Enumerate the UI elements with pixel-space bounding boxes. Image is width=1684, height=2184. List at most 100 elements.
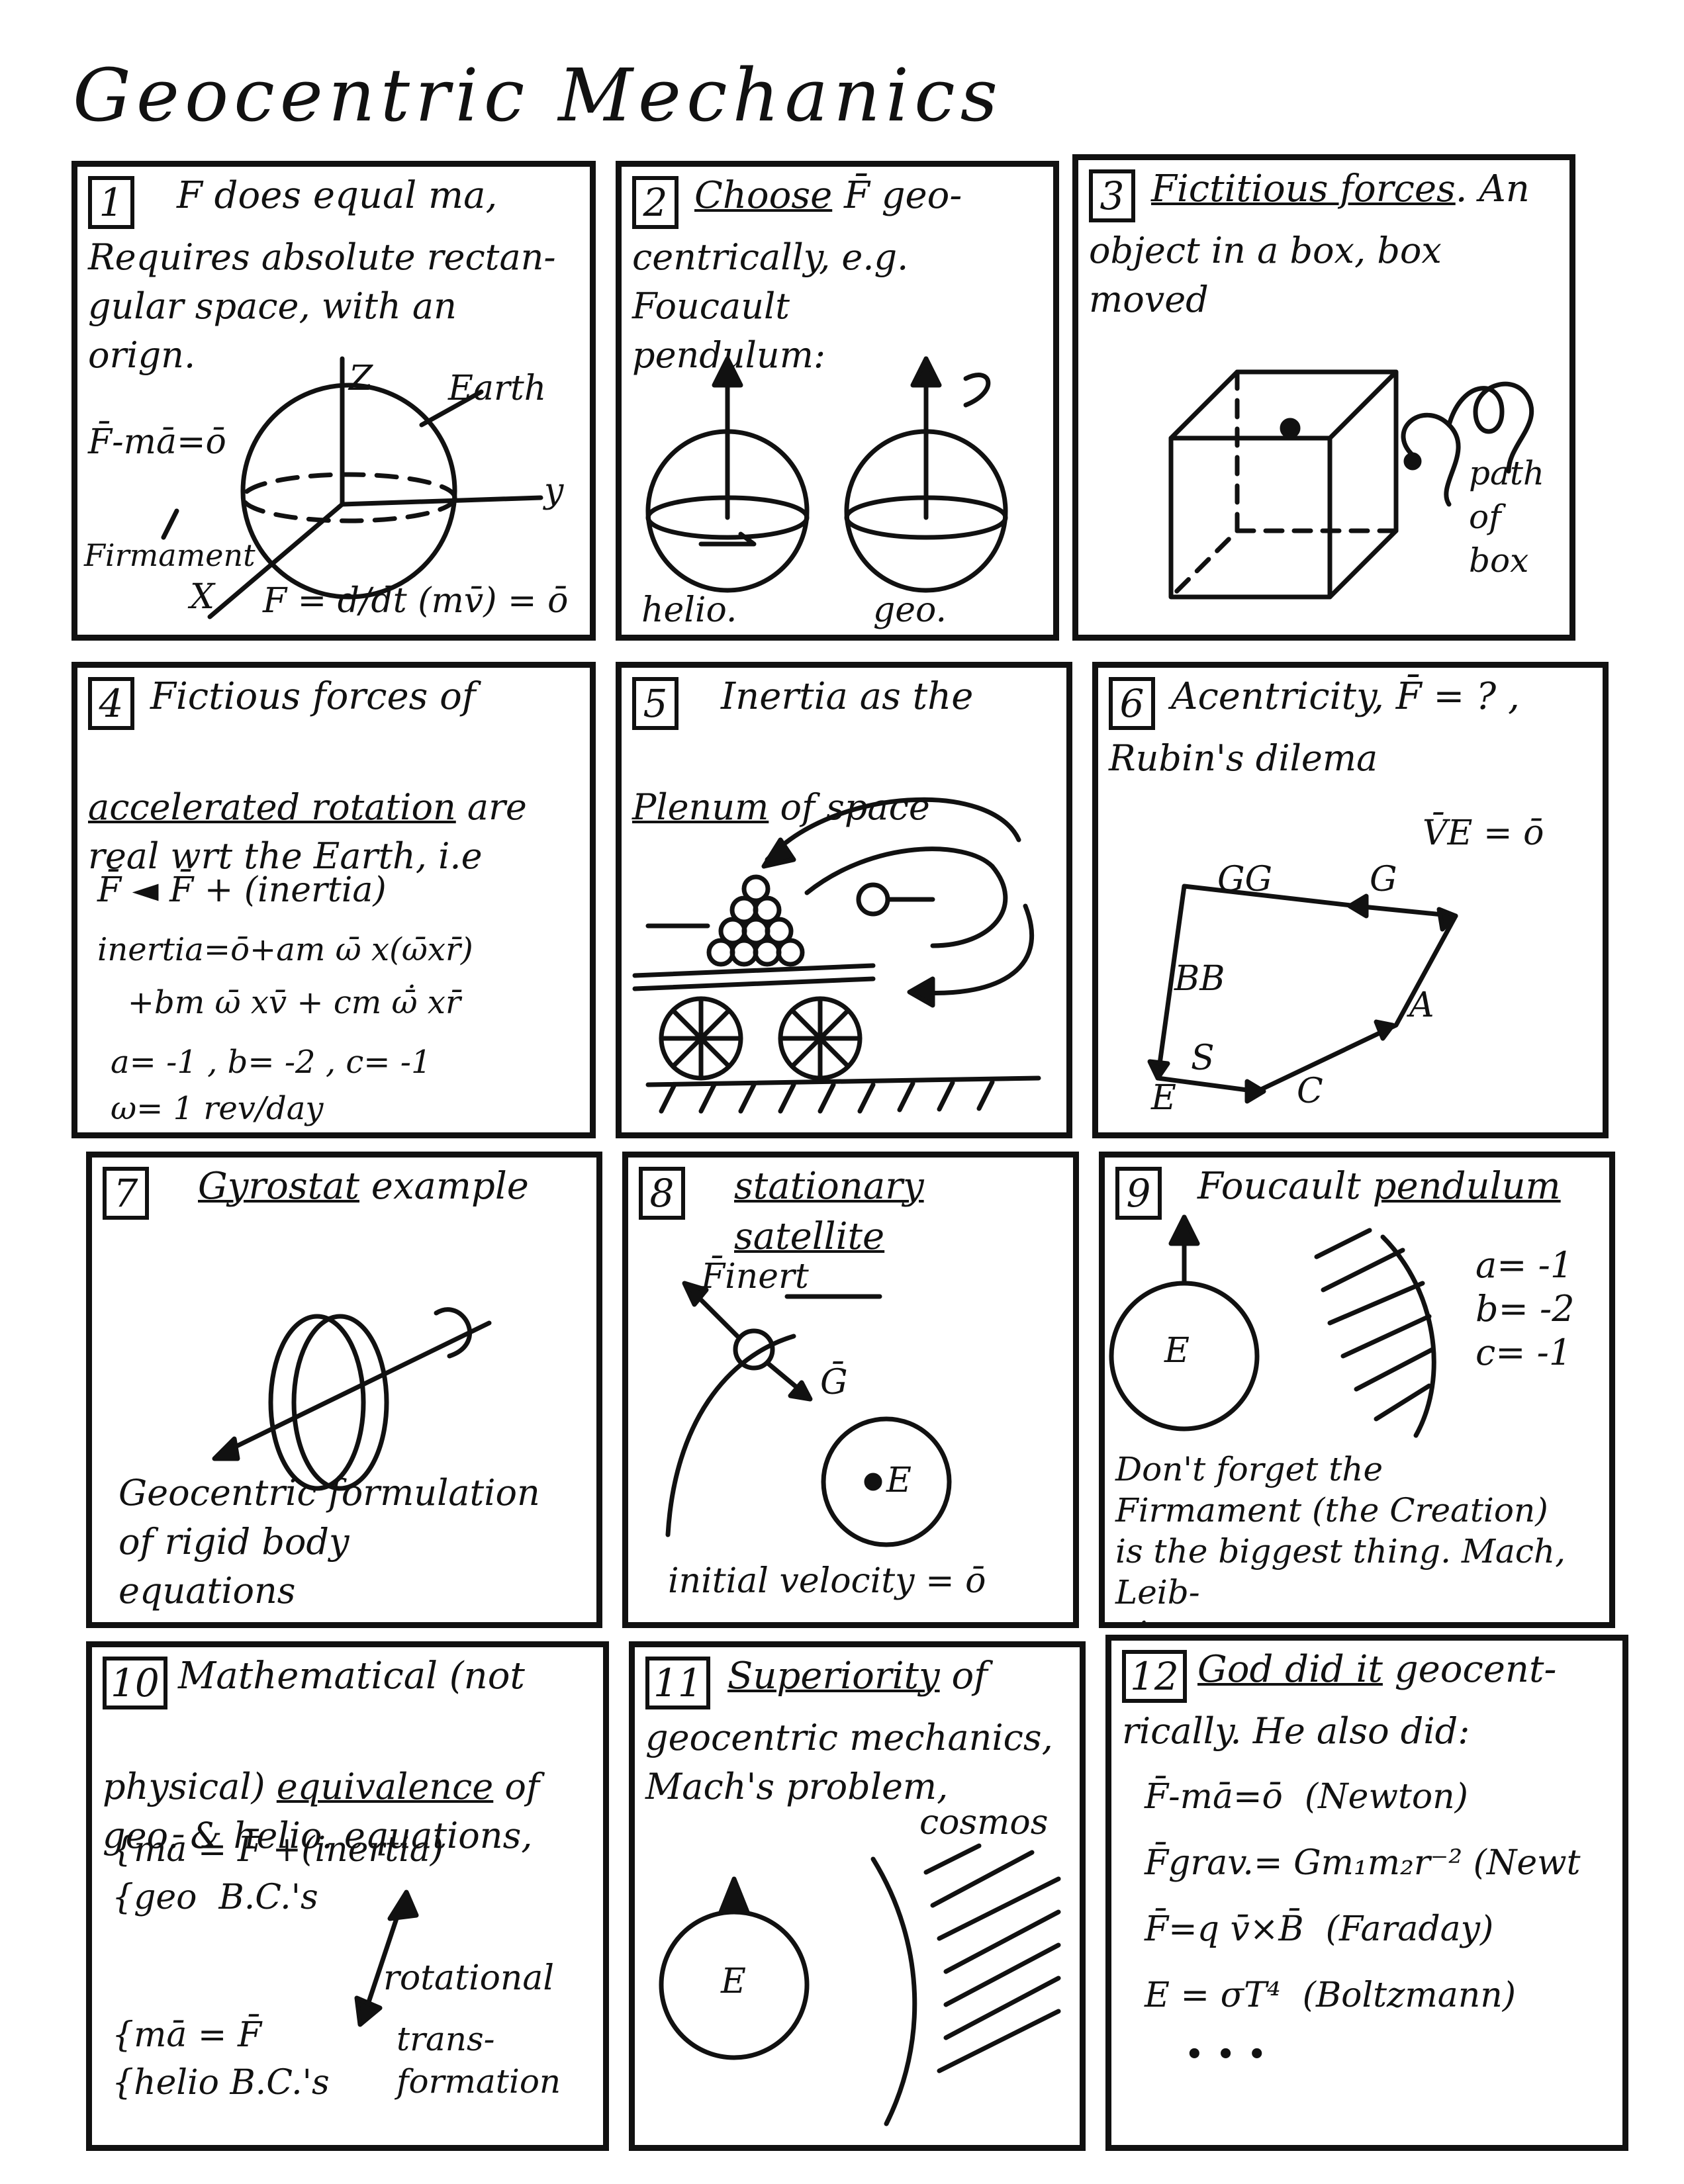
- text-plain: physical): [103, 1766, 277, 1807]
- panel-text: initial velocity = ō: [668, 1561, 986, 1601]
- earth-label: E: [886, 1461, 912, 1500]
- equation-1: F̄ ◄ F̄ + (inertia): [97, 870, 387, 910]
- cosmos-label: cosmos: [919, 1803, 1049, 1843]
- path-label: path of box: [1469, 454, 1545, 580]
- panel-9: 9 Foucault pendulum E a= -1 b= -2 c= -1 …: [1099, 1152, 1615, 1628]
- axis-label-y: y: [544, 471, 564, 511]
- finert-label: F̄inert: [701, 1257, 809, 1297]
- equation-3: +bm ω̄ xv̄ + cm ω̄̇ xr̄: [97, 984, 461, 1021]
- panel-8: 8 stationary satellite F̄inert Ḡ E initi…: [622, 1152, 1079, 1628]
- gyrostat-diagram: [212, 1307, 492, 1491]
- text-rest: of space: [769, 786, 930, 828]
- page-title: Geocentric Mechanics: [73, 53, 1004, 138]
- heading-underlined: pendulum: [1372, 1165, 1561, 1208]
- heading-underlined: Choose: [694, 174, 833, 217]
- heading-rest: example: [359, 1165, 529, 1208]
- heading-rest: geocent-: [1382, 1648, 1557, 1691]
- panel-heading: F does equal ma,: [177, 174, 498, 217]
- s-label: S: [1191, 1038, 1215, 1078]
- earth-label: E: [721, 1962, 746, 2001]
- panel-heading: Foucault pendulum: [1197, 1161, 1599, 1212]
- equation-newton: F̄-mā=ō (Newton): [1145, 1777, 1468, 1817]
- text-rest: are real wrt the Earth, i.e: [88, 786, 527, 877]
- axis-label-x: X: [190, 577, 215, 617]
- heading-rest: . An: [1455, 167, 1530, 210]
- heading-underlined: Fictitious forces: [1151, 167, 1456, 210]
- cart-inertia-diagram: [632, 797, 1041, 1114]
- panel-text: physical) equivalence of geo. & helio. e…: [103, 1713, 592, 1860]
- e-label: E: [1151, 1078, 1176, 1118]
- box-diagram: [1168, 369, 1534, 600]
- panel-heading: Inertia as the: [721, 675, 974, 718]
- panel-text: Don't forget the Firmament (the Creation…: [1115, 1450, 1566, 1622]
- equation-gravity: F̄grav.= Gm₁m₂r⁻² (Newt: [1145, 1843, 1581, 1883]
- panel-5: 5 Inertia as the Plenum of space: [616, 662, 1072, 1138]
- panel-4: 4 Fictious forces of accelerated rotatio…: [71, 662, 596, 1138]
- panel-heading: stationary satellite: [734, 1161, 1062, 1262]
- text-underlined: equivalence: [276, 1766, 494, 1807]
- heading-underlined: stationary satellite: [734, 1165, 924, 1258]
- panel-heading: Mathematical (not: [178, 1655, 525, 1698]
- panel-text: Plenum of space: [632, 734, 1056, 832]
- text-underlined: Plenum: [632, 786, 769, 828]
- panel-heading: Gyrostat example: [198, 1161, 586, 1212]
- panel-1: 1 F does equal ma, Requires absolute rec…: [71, 161, 596, 641]
- helio-geo-globes: [645, 356, 1008, 593]
- axis-label-z: Z: [349, 359, 373, 398]
- heading-underlined: Superiority: [727, 1655, 940, 1698]
- panel-heading: Acentricity, F̄ = ? ,: [1171, 675, 1520, 718]
- coefficients: a= -1 b= -2 c= -1: [1475, 1244, 1575, 1373]
- panel-number: 6: [1109, 677, 1155, 730]
- panel-3: 3 Fictitious forces. An object in a box,…: [1072, 154, 1575, 641]
- equation-bottom: F = d/dt (mv̄) = ō: [263, 581, 569, 621]
- panel-number: 11: [645, 1657, 710, 1709]
- g-vector-label: Ḡ: [820, 1363, 848, 1402]
- earth-label: Earth: [448, 369, 547, 408]
- heading-underlined: God did it: [1197, 1648, 1383, 1691]
- panel-number: 10: [103, 1657, 167, 1709]
- panel-text: Requires absolute rectan- gular space, w…: [88, 236, 556, 376]
- panel-text: Rubin's dilema: [1109, 737, 1378, 779]
- panel-number: 7: [103, 1167, 149, 1220]
- ve-label: V̄E = ō: [1423, 813, 1544, 853]
- heading-plain: Foucault: [1197, 1165, 1373, 1208]
- panel-10: 10 Mathematical (not physical) equivalen…: [86, 1641, 609, 2151]
- panel-number: 2: [632, 176, 678, 229]
- panel-text: rically. He also did:: [1122, 1710, 1470, 1752]
- panel-heading: Superiority of: [727, 1651, 1069, 1702]
- bb-label: BB: [1174, 959, 1225, 999]
- rotational-label: rotational: [383, 1958, 555, 1998]
- equation-top: F̄-mā=ō: [88, 422, 226, 462]
- equation-2: inertia=ō+am ω̄ x(ω̄xr̄): [97, 931, 473, 968]
- firmament-label: Firmament: [84, 537, 256, 573]
- text-rest: of geo. & helio. equations,: [103, 1766, 539, 1856]
- panel-6: 6 Acentricity, F̄ = ? , Rubin's dilema V…: [1092, 662, 1609, 1138]
- panel-number: 1: [88, 176, 134, 229]
- panel-number: 3: [1089, 169, 1135, 222]
- panel-heading: Fictious forces of: [150, 675, 476, 718]
- panel-heading: Fictitious forces. An: [1151, 164, 1559, 214]
- panel-number: 8: [639, 1167, 685, 1220]
- foucault-diagram: [1109, 1214, 1436, 1438]
- equation-faraday: F̄=q v̄×B̄ (Faraday): [1145, 1909, 1494, 1949]
- geo-label: geo.: [873, 590, 947, 630]
- satellite-diagram: [665, 1281, 952, 1547]
- panel-number: 4: [88, 677, 134, 730]
- panel-text: accelerated rotation are real wrt the Ea…: [88, 734, 579, 881]
- equation-boltzmann: E = σT⁴ (Boltzmann): [1145, 1976, 1516, 2015]
- panel-heading: God did it geocent-: [1197, 1645, 1612, 1695]
- transformation-arrow: [354, 1889, 419, 2027]
- equation-4: a= -1 , b= -2 , c= -1: [111, 1044, 432, 1081]
- helio-equations: {mā = F̄ {helio B.C.'s: [112, 2015, 330, 2103]
- panel-heading: Choose F̄ geo-: [694, 171, 1043, 221]
- heading-underlined: Gyrostat: [198, 1165, 359, 1208]
- c-label: C: [1297, 1071, 1323, 1111]
- text-underlined: accelerated rotation: [88, 786, 456, 828]
- heading-rest: of: [939, 1655, 988, 1698]
- panel-number: 12: [1122, 1650, 1187, 1703]
- transformation-label: trans- formation: [397, 2020, 561, 2101]
- earth-axes-diagram: [161, 356, 543, 619]
- rubin-polygon-diagram: [1147, 884, 1458, 1104]
- panel-7: 7 Gyrostat example Geocentric formulatio…: [86, 1152, 602, 1628]
- panel-2: 2 Choose F̄ geo- centrically, e.g. Fouca…: [616, 161, 1059, 641]
